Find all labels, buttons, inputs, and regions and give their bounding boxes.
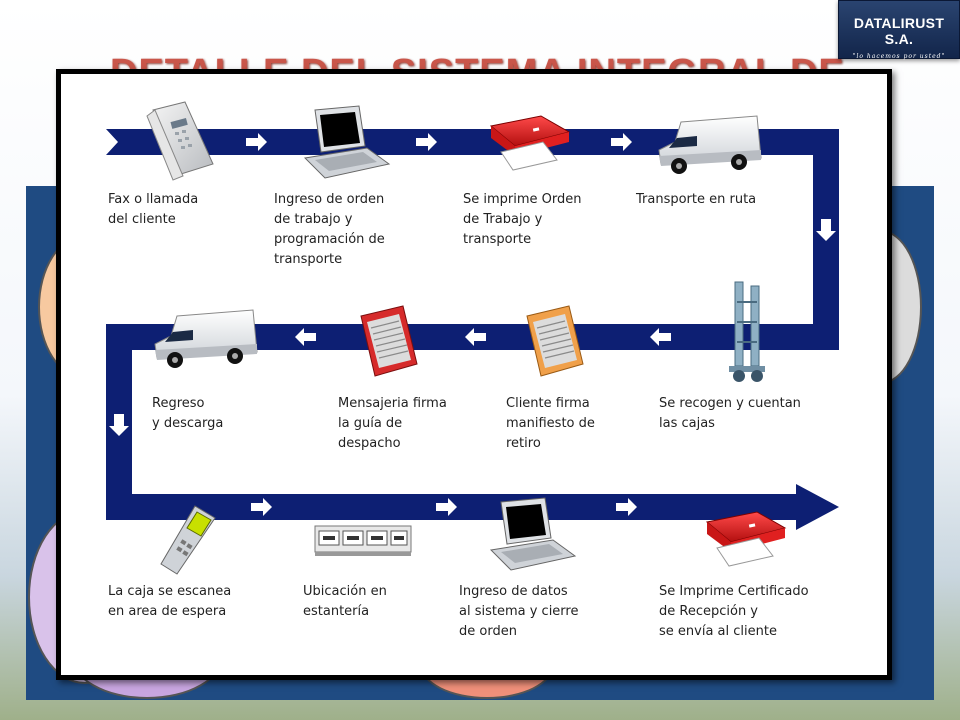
printer-icon: [705, 511, 787, 567]
printer-icon: [489, 115, 571, 171]
phone-fax-icon: [146, 101, 214, 181]
company-logo: DATALIRUST S.A. "lo hacemos por usted": [838, 0, 960, 60]
step-label-transport-route: Transporte en ruta: [636, 192, 757, 207]
direction-arrows: [109, 133, 836, 525]
logo-name: DATALIRUST S.A.: [853, 15, 945, 47]
laptop-icon: [489, 497, 577, 571]
step-label-shelving: Ubicación en estantería: [303, 584, 387, 619]
logo-tagline: "lo hacemos por usted": [852, 53, 946, 60]
step-label-return-unload: Regreso y descarga: [152, 396, 224, 431]
laptop-icon: [303, 105, 391, 179]
arrow-down-icon: [816, 219, 836, 241]
arrow-right-icon: [246, 133, 267, 151]
clipboard-icon: [360, 305, 418, 377]
arrow-down-icon: [109, 414, 129, 436]
step-label-fax-call: Fax o llamada del cliente: [108, 192, 199, 227]
step-label-courier-signs: Mensajeria firma la guía de despacho: [338, 396, 447, 451]
arrow-right-icon: [616, 498, 637, 516]
step-label-data-entry: Ingreso de datos al sistema y cierre de …: [459, 584, 579, 639]
clipboard-icon: [526, 305, 584, 377]
van-icon: [154, 309, 258, 368]
flow-band-start-notch: [106, 129, 839, 155]
hand-truck-icon: [729, 281, 765, 382]
process-flow-diagram: [106, 101, 839, 575]
arrow-right-icon: [611, 133, 632, 151]
step-label-print-order: Se imprime Orden de Trabajo y transporte: [463, 192, 582, 247]
shelf-boxes-icon: [314, 525, 412, 556]
step-label-client-signs: Cliente firma manifiesto de retiro: [506, 396, 595, 451]
process-diagram-frame: Fax o llamada del cliente Ingreso de ord…: [56, 69, 892, 680]
step-label-certificate: Se Imprime Certificado de Recepción y se…: [659, 584, 809, 639]
arrow-left-icon: [295, 328, 316, 346]
step-label-box-scan: La caja se escanea en area de espera: [108, 584, 232, 619]
van-icon: [658, 115, 762, 174]
step-label-order-entry: Ingreso de orden de trabajo y programaci…: [274, 192, 385, 267]
arrow-right-icon: [436, 498, 457, 516]
step-label-pickup-count: Se recogen y cuentan las cajas: [659, 396, 801, 431]
barcode-scanner-icon: [160, 505, 216, 575]
arrow-right-icon: [416, 133, 437, 151]
arrow-right-icon: [251, 498, 272, 525]
flow-band-end-arrowhead: [796, 484, 839, 530]
arrow-left-icon: [650, 328, 671, 346]
arrow-left-icon: [465, 328, 486, 346]
